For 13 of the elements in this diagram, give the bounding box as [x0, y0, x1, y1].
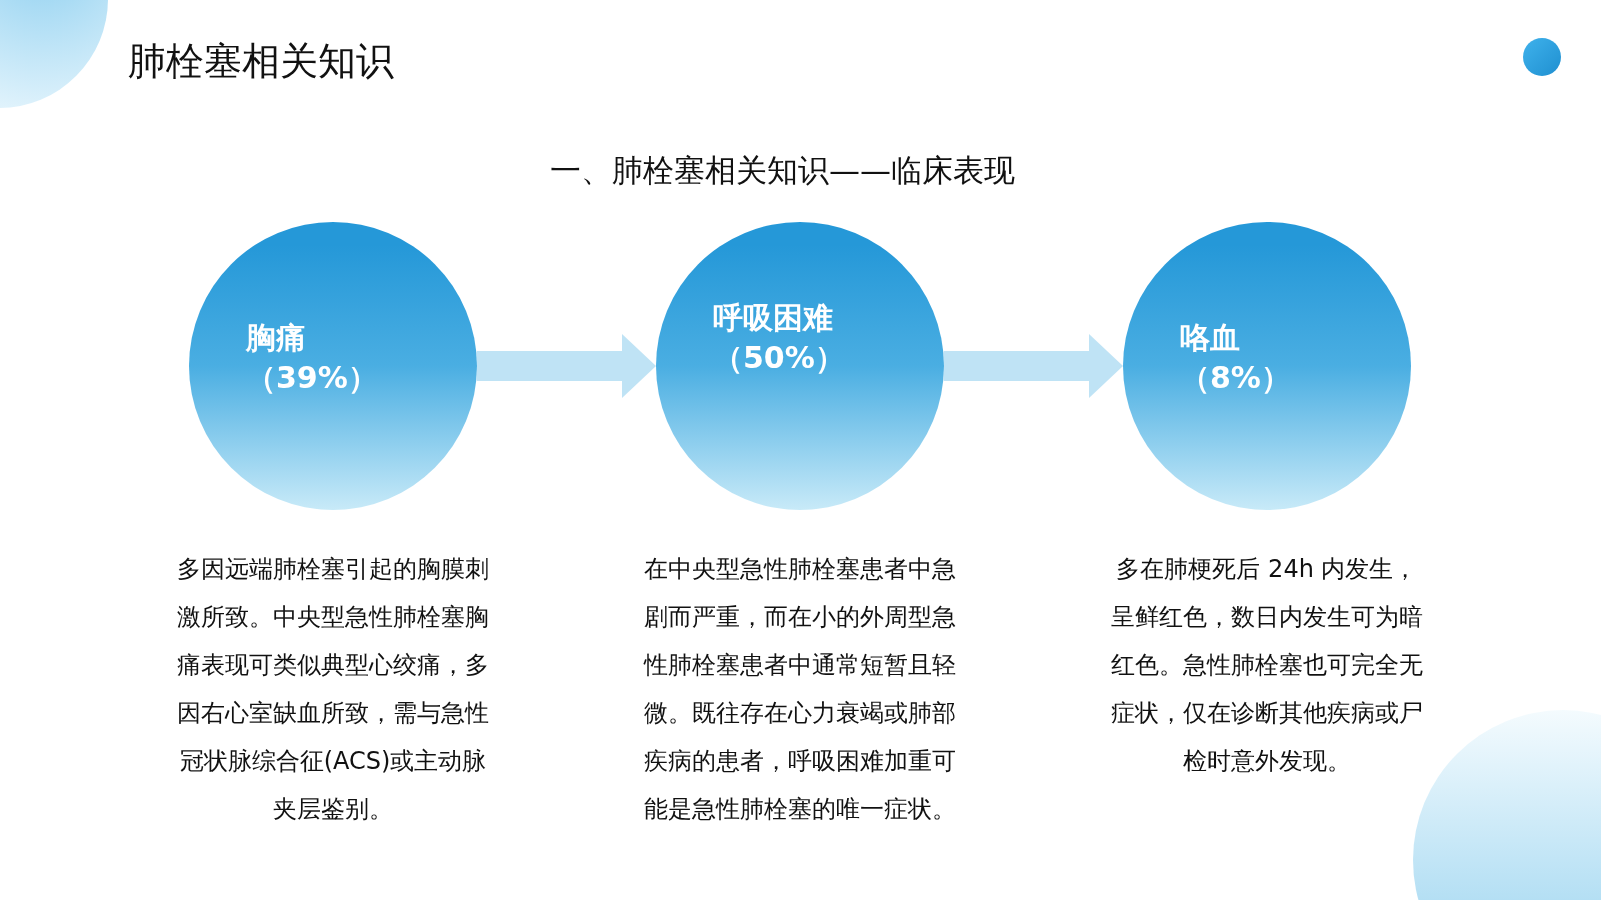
description-text: 多因远端肺栓塞引起的胸膜刺激所致。中央型急性肺栓塞胸痛表现可类似典型心绞痛，多因右心室缺血所致，需与急性冠状脉综合征(ACS)或主动脉夹层鉴别。 — [176, 554, 490, 825]
percentage-text: （39%） — [246, 359, 378, 397]
subtitle: 一、肺栓塞相关知识——临床表现 — [550, 151, 1015, 190]
percentage-text: （50%） — [713, 339, 845, 377]
percentage-text: （8%） — [1180, 359, 1291, 397]
symptom-name: 呼吸困难 — [713, 299, 833, 337]
block-arrow — [477, 334, 656, 398]
symptom-name: 咯血 — [1180, 319, 1240, 357]
block-arrow — [944, 334, 1123, 398]
description-text: 多在肺梗死后 24h 内发生，呈鲜红色，数日内发生可为暗红色。急性肺栓塞也可完全无症状，仅在诊断其他疾病或尸检时意外发现。 — [1110, 554, 1424, 777]
symptom-name: 胸痛 — [246, 319, 306, 357]
description-text: 在中央型急性肺栓塞患者中急剧而严重，而在小的外周型急性肺栓塞患者中通常短暂且轻微。既往存在心力衰竭或肺部疾病的患者，呼吸困难加重可能是急性肺栓塞的唯一症状。 — [642, 554, 957, 825]
slide-title: 肺栓塞相关知识 — [128, 38, 394, 85]
